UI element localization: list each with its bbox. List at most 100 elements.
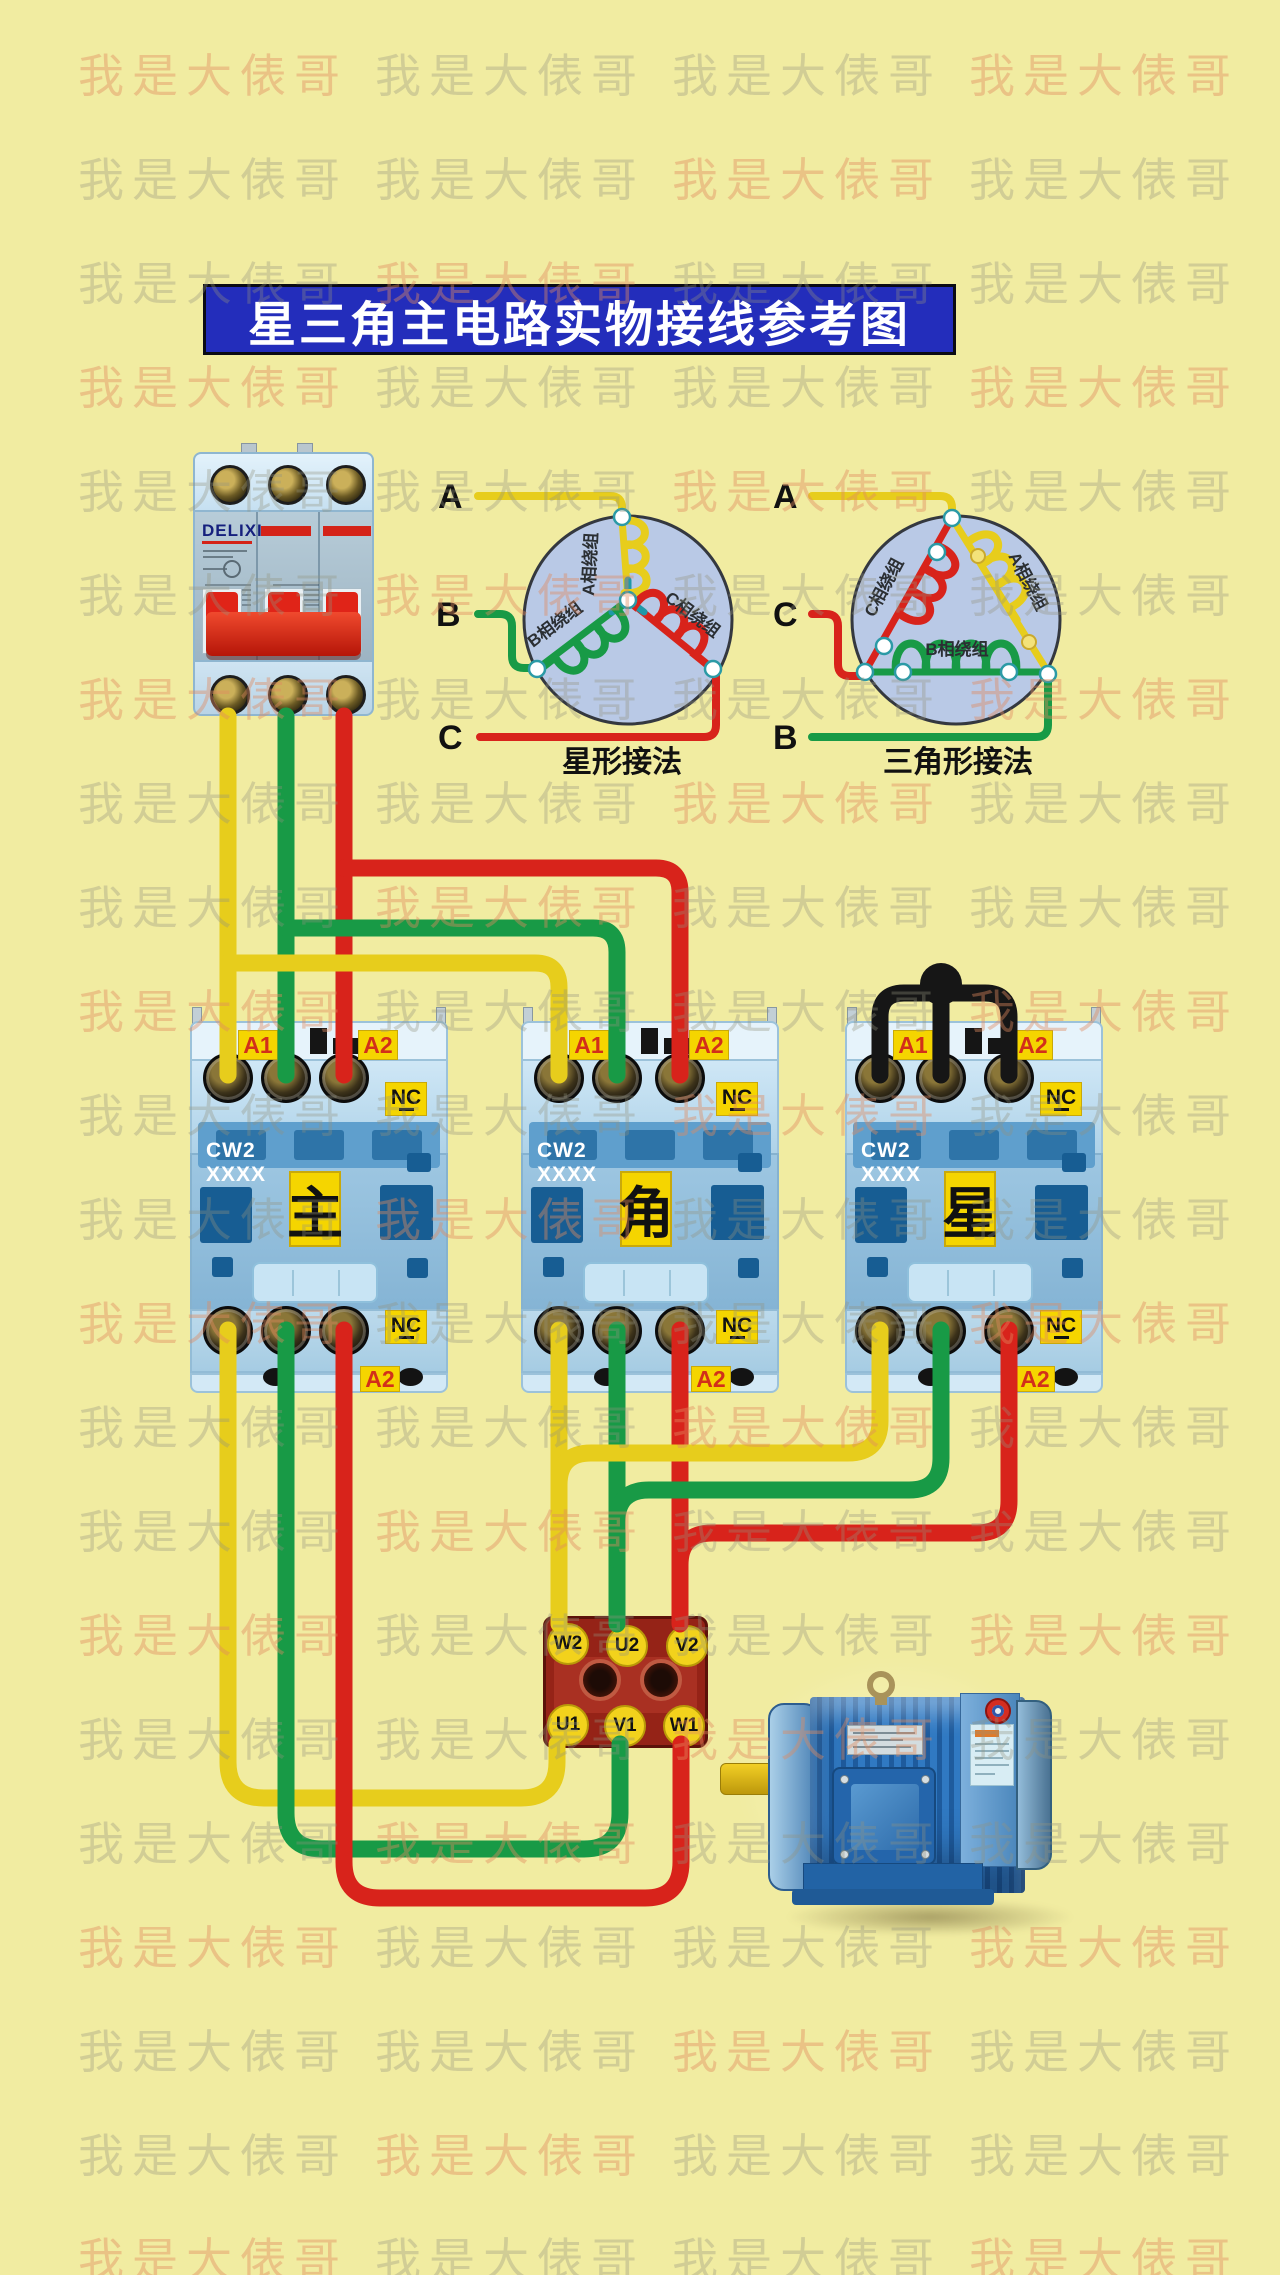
wire-phase-c-branch-to-delta	[335, 859, 689, 1084]
wire-delta-diagram-phase-b	[808, 672, 1052, 741]
contactor-vent	[965, 1028, 982, 1054]
nc-text: NC	[390, 1085, 422, 1109]
a2-bottom-label: A2	[691, 1366, 731, 1392]
model-line2: XXXX	[206, 1163, 267, 1186]
brand-badge-icon	[985, 1698, 1011, 1724]
wire-phase-a-branch-to-delta	[219, 954, 568, 1084]
contactor-slot-band	[529, 1122, 771, 1168]
page-title: 星三角主电路实物接线参考图	[247, 298, 911, 352]
star-coils	[538, 516, 715, 675]
star-phase-b-label: B	[436, 596, 461, 634]
nc-label: NC	[716, 1310, 758, 1344]
delta-phase-a-label: A	[773, 478, 798, 516]
wire-delta-diagram-phase-c	[808, 610, 868, 680]
breaker-pole-divider	[318, 512, 320, 660]
a1-label: A1	[893, 1030, 933, 1060]
winding-nodes	[527, 507, 1058, 684]
delta-phase-c-label: C	[773, 596, 798, 634]
contactor-panel	[1035, 1185, 1088, 1240]
contactor-model: CW2 XXXX	[861, 1139, 921, 1187]
contactor-panel	[738, 1258, 759, 1278]
model-line2: XXXX	[537, 1163, 598, 1186]
wire-main-out-to-u1	[219, 1321, 566, 1807]
nc-text: NC	[721, 1313, 753, 1337]
delta-coil-b	[891, 639, 1021, 676]
motor-junction-housing	[960, 1693, 1020, 1867]
nc-label: NC	[716, 1082, 758, 1116]
nc-label: NC	[385, 1310, 427, 1344]
contactor-panel	[543, 1257, 564, 1277]
star-coil-b	[538, 598, 630, 675]
star-phase-c-label: C	[438, 719, 463, 757]
terminal-hole	[640, 1659, 682, 1701]
nc-text: NC	[390, 1313, 422, 1337]
contactor-delta-tag: 角	[618, 1171, 674, 1247]
contactor-panel	[380, 1185, 433, 1240]
contactor-panel	[200, 1187, 252, 1243]
delta-phase-b-label: B	[773, 719, 798, 757]
delta-caption: 三角形接法	[883, 746, 1033, 779]
contactor-screw	[729, 1368, 754, 1386]
contactor-vent	[310, 1028, 327, 1054]
wire-star-diagram-phase-c	[476, 669, 720, 741]
motor-terminal-block: W2 U2 V2 U1 V1 W1	[543, 1616, 708, 1748]
contactor-panel	[407, 1153, 431, 1172]
star-bridge-dot	[920, 963, 962, 1005]
terminal-u2[interactable]: U2	[606, 1625, 648, 1667]
contactor-panel	[1062, 1153, 1086, 1172]
delta-coil-b-label: B相绕组	[925, 639, 988, 659]
contactor-panel	[867, 1257, 888, 1277]
a2-label: A2	[689, 1030, 729, 1060]
wire-star-out-join-u2	[608, 1321, 950, 1569]
star-coil-c	[626, 589, 715, 672]
contactor-slot	[547, 1130, 597, 1160]
contactor-clamp	[583, 1262, 709, 1303]
delta-coil-c	[896, 542, 960, 625]
delta-coil-a	[964, 530, 1030, 625]
contactor-panel	[711, 1185, 764, 1240]
breaker-red-stripe	[261, 526, 311, 536]
wire-star-out-join-w2	[550, 1321, 889, 1529]
contactor-panel	[531, 1187, 583, 1243]
spec-text	[203, 556, 233, 558]
model-line1: CW2	[206, 1139, 256, 1162]
contactor-clamp	[252, 1262, 378, 1303]
a2-label: A2	[1013, 1030, 1053, 1060]
breaker-brand-underline	[202, 541, 252, 544]
star-phase-a-label: A	[438, 478, 463, 516]
breaker-screw[interactable]	[268, 465, 308, 505]
contactor-main-tag: 主	[287, 1171, 343, 1247]
contactor-slot	[625, 1130, 675, 1160]
model-line1: CW2	[537, 1139, 587, 1162]
contactor-slot	[294, 1130, 344, 1160]
star-coil-a	[618, 516, 651, 597]
contactor-slot	[216, 1130, 266, 1160]
wire-star-diagram-phase-a	[474, 492, 626, 521]
contactor-screw	[398, 1368, 423, 1386]
electric-motor	[715, 1655, 1075, 1936]
nc-text: NC	[1045, 1313, 1077, 1337]
wire-main-out-to-v1	[277, 1321, 629, 1858]
breaker-pole-divider	[256, 512, 258, 660]
contactor-clamp	[907, 1262, 1033, 1303]
contactor-vent	[641, 1028, 658, 1054]
contactor-slot	[871, 1130, 921, 1160]
breaker-screw[interactable]	[326, 465, 366, 505]
contactor-screw	[1053, 1368, 1078, 1386]
star-coil-a-label: A相绕组	[578, 532, 601, 596]
a2-bottom-label: A2	[360, 1366, 400, 1392]
model-line2: XXXX	[861, 1163, 922, 1186]
breaker-red-stripe	[323, 526, 371, 536]
model-line1: CW2	[861, 1139, 911, 1162]
contactor-star-tag: 星	[942, 1171, 998, 1247]
winding-nodes-yellow	[970, 548, 1037, 650]
nc-text: NC	[1045, 1085, 1077, 1109]
breaker-handle-bar[interactable]	[206, 612, 361, 656]
star-caption: 星形接法	[562, 746, 682, 779]
spec-text	[203, 568, 227, 570]
contactor-panel	[738, 1153, 762, 1172]
breaker-screw[interactable]	[210, 465, 250, 505]
motor-foot-flange	[792, 1889, 994, 1905]
